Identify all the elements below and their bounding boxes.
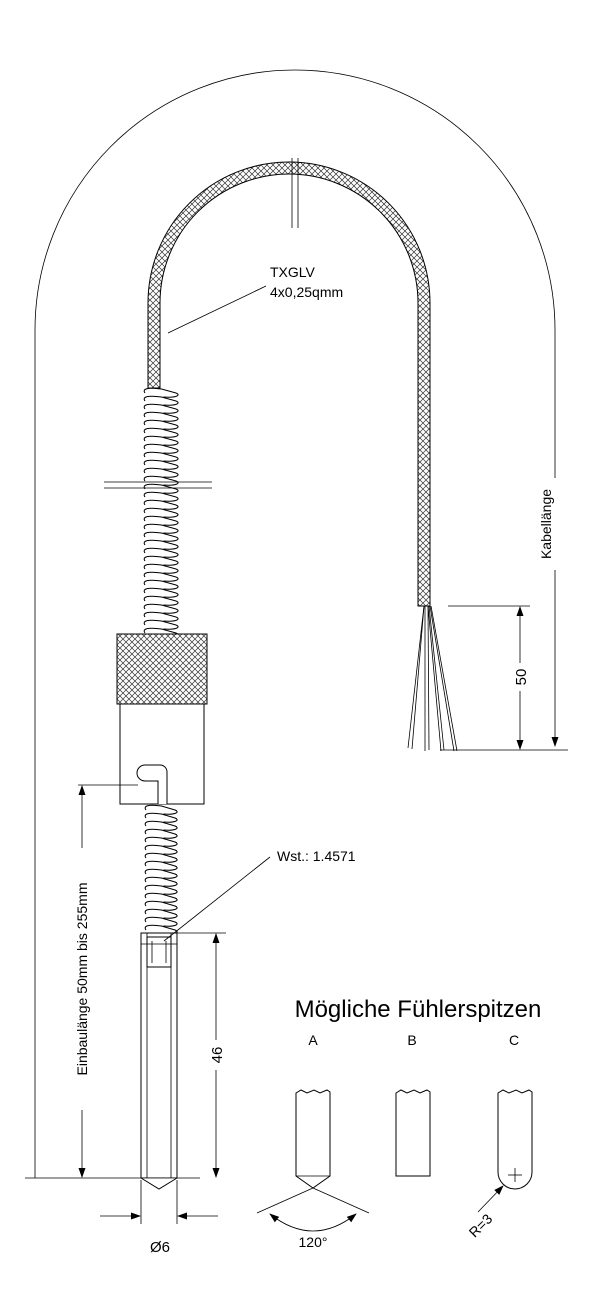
spring-coil	[143, 491, 179, 502]
cable-length-dimension-arc	[34, 69, 559, 1178]
knurled-nut	[116, 633, 208, 705]
spring-coil	[143, 603, 179, 614]
tip-c-shape	[497, 1089, 533, 1190]
cable-length-label-bg	[546, 478, 564, 570]
lower-spring	[144, 804, 178, 935]
spring-coil	[143, 483, 179, 494]
spring-hook	[136, 764, 168, 804]
braided-cable	[147, 161, 431, 607]
spring-coil	[144, 860, 178, 871]
spring-coil	[144, 804, 178, 815]
radius-leader-line	[477, 1185, 504, 1213]
spring-coil	[143, 611, 179, 622]
spring-coil	[143, 539, 179, 550]
spring-coil	[143, 427, 179, 438]
spring-coil	[143, 411, 179, 422]
spring-coil	[143, 403, 179, 414]
spring-coil	[143, 475, 179, 486]
spring-coil	[144, 900, 178, 911]
spring-coil	[143, 499, 179, 510]
angle-line-right	[312, 1187, 370, 1214]
spring-coil	[144, 828, 178, 839]
spring-coil	[143, 467, 179, 478]
spring-coil	[144, 916, 178, 927]
spring-coil	[144, 884, 178, 895]
spring-coil	[143, 571, 179, 582]
spring-coil	[144, 852, 178, 863]
spring-coil	[143, 547, 179, 558]
wire-length-label-bg	[512, 663, 530, 691]
insert-length-label-bg	[74, 848, 90, 1110]
cable-leader-line	[167, 285, 267, 334]
wire-ends	[407, 605, 458, 752]
spring-coil	[143, 579, 179, 590]
tube-length-label-bg	[208, 1040, 226, 1070]
probe-tip-point	[140, 1177, 178, 1190]
spring-coil	[144, 908, 178, 919]
tip-a-shape	[295, 1089, 331, 1189]
spring-coil	[143, 595, 179, 606]
upper-spring	[143, 387, 179, 638]
tip-a-label: A	[308, 1032, 318, 1048]
tube-length-label: 46	[209, 1047, 226, 1064]
spring-coil	[143, 587, 179, 598]
angle-arc	[269, 1213, 357, 1232]
spring-coil	[143, 459, 179, 470]
tip-b-shape	[395, 1089, 431, 1177]
material-leader-line	[163, 856, 271, 942]
spring-coil	[144, 812, 178, 823]
insert-length-label: Einbaulänge 50mm bis 255mm	[74, 883, 90, 1076]
probe-tube	[140, 932, 178, 1179]
angle-line-left	[256, 1187, 314, 1214]
cable-type-label: TXGLV	[270, 264, 316, 280]
spring-coil	[143, 387, 179, 398]
cable-spec-label: 4x0,25qmm	[270, 284, 343, 300]
spring-coil	[143, 563, 179, 574]
spring-coil	[144, 820, 178, 831]
tip-c-label: C	[509, 1032, 519, 1048]
spring-coil	[143, 555, 179, 566]
crimp-sleeve	[146, 936, 172, 968]
spring-coil	[143, 507, 179, 518]
spring-coil	[143, 619, 179, 630]
spring-coil	[144, 892, 178, 903]
spring-coil	[143, 443, 179, 454]
tip-b-label: B	[407, 1032, 416, 1048]
angle-label: 120°	[299, 1234, 328, 1250]
spring-coil	[143, 531, 179, 542]
material-label: Wst.: 1.4571	[277, 848, 356, 864]
spring-coil	[144, 844, 178, 855]
spring-coil	[143, 523, 179, 534]
tips-title: Mögliche Fühlerspitzen	[295, 996, 542, 1023]
diameter-label: Ø6	[150, 1239, 170, 1256]
spring-coil	[143, 419, 179, 430]
spring-coil	[143, 395, 179, 406]
spring-coil	[144, 876, 178, 887]
spring-coil	[144, 836, 178, 847]
spring-coil	[143, 515, 179, 526]
spring-coil	[143, 435, 179, 446]
wire-length-label: 50	[513, 669, 530, 686]
cable-length-label: Kabellänge	[538, 489, 554, 559]
radius-label: R=3	[466, 1210, 496, 1240]
spring-coil	[143, 451, 179, 462]
spring-coil	[144, 868, 178, 879]
